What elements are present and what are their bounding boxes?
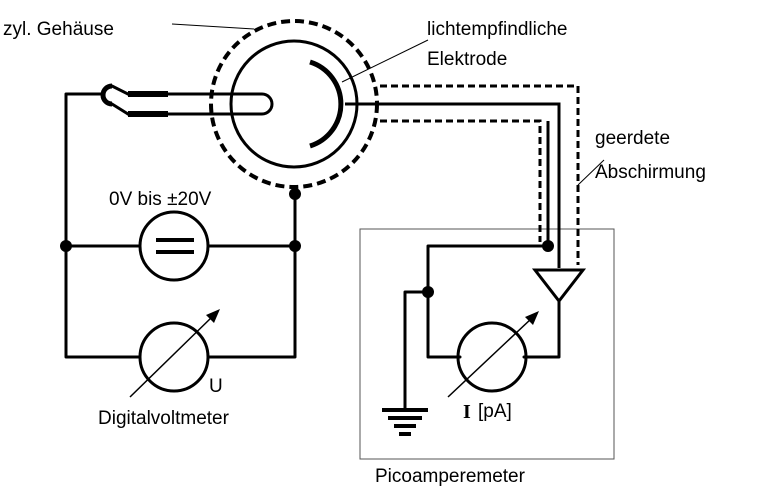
ammeter-arrow-head (525, 311, 539, 325)
label-shield-1: geerdete (595, 128, 670, 149)
leader-housing (171, 23, 255, 30)
left-wire (64, 92, 142, 359)
label-housing: zyl. Gehäuse (3, 19, 114, 40)
photocell-bulb (229, 39, 359, 169)
label-current-unit: [pA] (478, 401, 512, 422)
amplifier-triangle (531, 268, 587, 304)
picoammeter-box (359, 228, 615, 460)
leader-shield (577, 159, 605, 186)
pico-wire-top (426, 244, 550, 359)
label-electrode-2: Elektrode (427, 49, 507, 70)
ammeter-arrow-shaft (447, 317, 533, 398)
label-shield-2: Abschirmung (595, 162, 706, 183)
node-left (60, 240, 72, 252)
label-picoammeter: Picoamperemeter (375, 466, 526, 487)
leader-electrode (341, 39, 429, 83)
feedthrough-lower (128, 111, 168, 117)
voltmeter-arrow-head (206, 309, 220, 323)
anode-wire (126, 92, 274, 116)
connector-arm-lower (110, 102, 130, 116)
voltage-source-plate-bottom (156, 250, 194, 254)
voltmeter-symbol (138, 321, 210, 393)
voltmeter-arrow-shaft (129, 315, 214, 398)
connector-arm-upper (110, 84, 130, 96)
label-voltage-source: 0V bis ±20V (109, 189, 212, 210)
right-wire (206, 185, 297, 359)
pico-wire-right (522, 298, 561, 359)
signal-conductor (345, 102, 561, 268)
label-voltmeter: Digitalvoltmeter (98, 408, 230, 429)
voltage-source (138, 210, 210, 282)
shield-inner (380, 119, 542, 242)
node-housing (289, 188, 301, 200)
shield-outer (380, 84, 580, 265)
node-pico-input (542, 240, 554, 252)
label-electrode-1: lichtempfindliche (427, 19, 567, 40)
feedthrough-upper (128, 91, 168, 97)
photosensitive-electrode (309, 59, 344, 149)
voltage-source-plate-top (156, 238, 194, 242)
node-right (289, 240, 301, 252)
label-current-symbol: I (463, 401, 471, 423)
label-voltmeter-symbol: U (209, 376, 223, 397)
ammeter-symbol (456, 321, 528, 393)
ground-wire (403, 290, 430, 410)
